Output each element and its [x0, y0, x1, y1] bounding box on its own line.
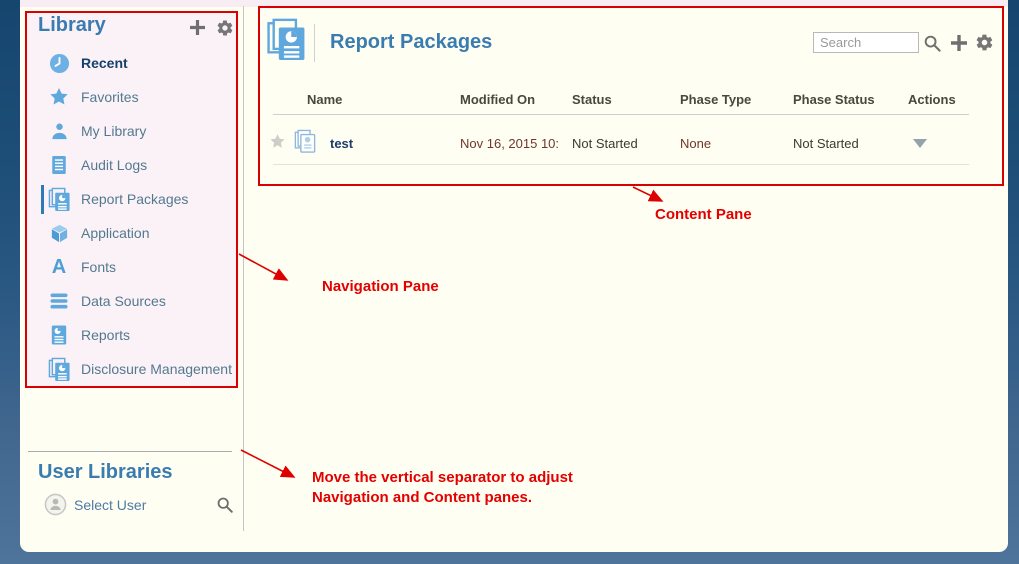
document-lines-icon — [46, 151, 72, 179]
dropdown-caret-icon[interactable] — [913, 139, 927, 148]
separator-annotation-line2: Navigation and Content panes. — [312, 489, 533, 506]
app-surface: Library Recent Favorites My Library — [20, 0, 1008, 552]
sidebar-item-disclosure-management[interactable]: Disclosure Management — [46, 354, 234, 384]
sidebar-item-label: Favorites — [81, 89, 139, 105]
content-pane-annotation: Content Pane — [655, 206, 752, 223]
letter-a-icon: A — [51, 256, 67, 278]
report-doc-icon — [46, 321, 72, 349]
cube-icon — [46, 219, 72, 247]
user-circle-icon — [44, 493, 67, 516]
sidebar-item-label: Recent — [81, 55, 128, 71]
sidebar-item-label: Application — [81, 225, 150, 241]
sidebar-item-label: Fonts — [81, 259, 117, 275]
select-user-label: Select User — [74, 496, 147, 513]
row-phase-type: None — [680, 136, 712, 151]
row-modified-on: Nov 16, 2015 10: — [460, 136, 560, 151]
gear-icon[interactable] — [975, 33, 994, 52]
table-row-rule — [273, 164, 969, 165]
stacked-bars-icon — [46, 287, 72, 315]
section-divider — [28, 451, 232, 452]
content-pane-title: Report Packages — [330, 31, 493, 53]
user-libraries-title: User Libraries — [38, 461, 173, 483]
sidebar-item-favorites[interactable]: Favorites — [46, 82, 234, 112]
sidebar-item-audit-logs[interactable]: Audit Logs — [46, 150, 234, 180]
magnifier-icon[interactable] — [923, 34, 942, 53]
column-header-phase-type[interactable]: Phase Type — [680, 92, 752, 107]
sidebar-item-label: Disclosure Management — [81, 361, 232, 377]
sidebar-item-my-library[interactable]: My Library — [46, 116, 234, 146]
column-header-status[interactable]: Status — [572, 92, 612, 107]
navigation-pane-annotation: Navigation Pane — [322, 278, 439, 295]
plus-icon[interactable] — [951, 35, 967, 51]
report-packages-icon — [46, 185, 72, 213]
row-status: Not Started — [572, 136, 638, 151]
library-pane-title: Library — [38, 14, 106, 36]
clock-icon — [46, 49, 72, 77]
sidebar-item-label: Reports — [81, 327, 131, 343]
column-header-modified-on[interactable]: Modified On — [460, 92, 536, 107]
sidebar-item-recent[interactable]: Recent — [46, 48, 234, 78]
separator-annotation-line1: Move the vertical separator to adjust — [312, 469, 573, 486]
search-input[interactable] — [813, 32, 919, 53]
plus-icon[interactable] — [190, 20, 205, 35]
star-icon — [46, 83, 72, 111]
sidebar-item-reports[interactable]: Reports — [46, 320, 234, 350]
column-header-name[interactable]: Name — [307, 92, 343, 107]
row-name-link[interactable]: test — [330, 136, 354, 151]
column-header-phase-status[interactable]: Phase Status — [793, 92, 875, 107]
sidebar-item-data-sources[interactable]: Data Sources — [46, 286, 234, 316]
sidebar-item-report-packages[interactable]: Report Packages — [46, 184, 234, 214]
pane-separator[interactable] — [243, 6, 244, 531]
sidebar-item-fonts[interactable]: A Fonts — [46, 252, 234, 282]
magnifier-icon[interactable] — [216, 496, 234, 514]
sidebar-item-label: My Library — [81, 123, 147, 139]
gear-icon[interactable] — [216, 19, 234, 37]
column-header-actions: Actions — [908, 92, 956, 107]
report-packages-icon — [266, 17, 307, 62]
sidebar-item-label: Data Sources — [81, 293, 166, 309]
selected-item-indicator — [41, 185, 44, 214]
select-user-link[interactable]: Select User — [44, 493, 146, 516]
user-icon — [46, 117, 72, 145]
report-package-doc-icon — [294, 129, 316, 153]
sidebar-item-label: Audit Logs — [81, 157, 148, 173]
top-strip — [20, 0, 1008, 7]
separator-annotation: Move the vertical separator to adjust Na… — [312, 468, 573, 508]
row-phase-status: Not Started — [793, 136, 859, 151]
star-outline-icon[interactable] — [269, 133, 286, 150]
report-packages-icon — [46, 355, 72, 383]
table-header-rule — [273, 114, 969, 115]
sidebar-item-application[interactable]: Application — [46, 218, 234, 248]
sidebar-item-label: Report Packages — [81, 191, 189, 207]
header-divider — [314, 24, 315, 62]
